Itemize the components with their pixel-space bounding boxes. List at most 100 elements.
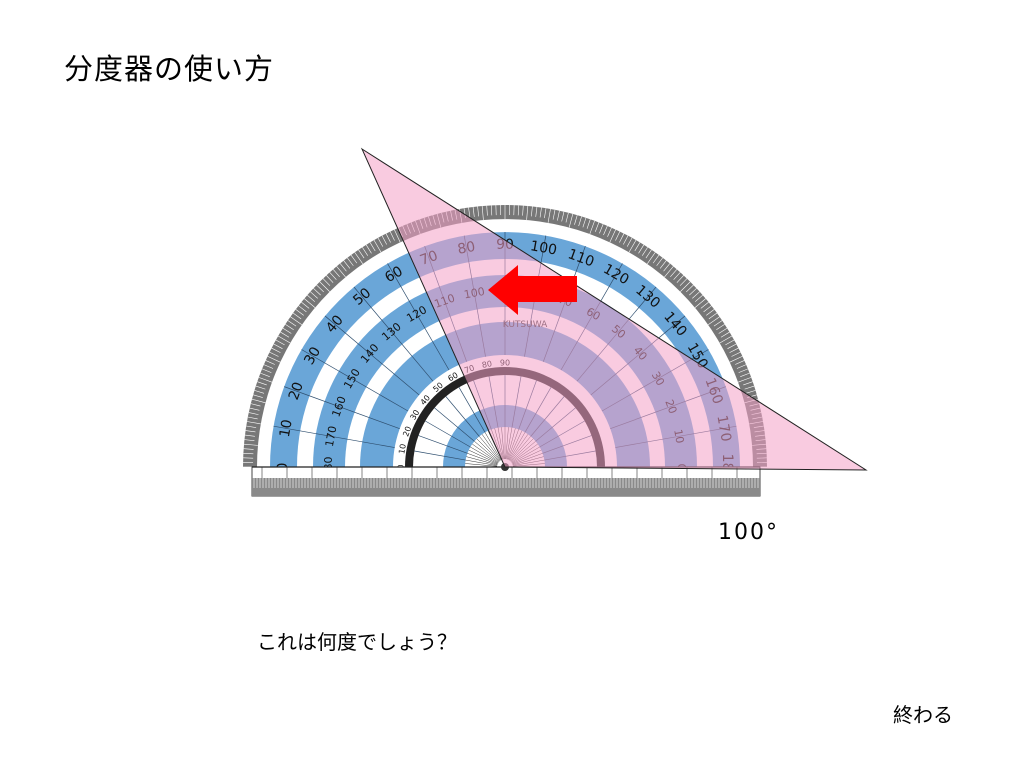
- scale-tick: [255, 385, 266, 390]
- scale-tick: [479, 436, 501, 462]
- scale-tick: [258, 377, 273, 383]
- scale-tick: [265, 360, 275, 365]
- scale-tick: [298, 305, 307, 313]
- scale-label: 30: [301, 344, 324, 367]
- scale-tick: [634, 242, 641, 252]
- scale-tick: [561, 211, 565, 222]
- scale-tick: [745, 390, 756, 394]
- scale-tick: [623, 235, 629, 245]
- scale-tick: [718, 327, 728, 334]
- scale-tick: [647, 252, 656, 265]
- scale-tick: [547, 208, 551, 223]
- scale-tick: [248, 412, 259, 415]
- scale-tick: [358, 249, 365, 259]
- scale-tick: [470, 446, 499, 464]
- scale-tick: [670, 269, 678, 278]
- scale-tick: [472, 206, 475, 217]
- scale-tick: [526, 205, 529, 220]
- scale-tick: [694, 298, 706, 308]
- scale-tick: [253, 394, 263, 398]
- scale-tick: [267, 356, 281, 363]
- scale-tick: [638, 244, 645, 254]
- scale-tick: [377, 237, 384, 247]
- scale-tick: [552, 209, 556, 220]
- scale-tick: [544, 208, 547, 219]
- scale-tick: [603, 225, 608, 236]
- scale-tick: [716, 324, 725, 331]
- scale-tick: [729, 356, 743, 363]
- scale-tick: [245, 430, 256, 433]
- scale-tick: [243, 443, 258, 446]
- scale-label: 60: [382, 263, 405, 286]
- scale-tick: [557, 210, 560, 221]
- scale-tick: [731, 351, 741, 357]
- scale-tick: [304, 298, 316, 308]
- scale-tick: [307, 294, 316, 302]
- scale-tick: [322, 278, 331, 286]
- scale-tick: [295, 309, 304, 316]
- scale-tick: [589, 220, 595, 235]
- scale-label: 10: [397, 443, 408, 455]
- scale-tick: [301, 301, 310, 309]
- scale-tick: [692, 291, 700, 299]
- scale-tick: [736, 364, 747, 369]
- scale-tick: [373, 239, 382, 253]
- scale-tick: [713, 320, 723, 327]
- scale-tick: [385, 233, 391, 243]
- scale-tick: [737, 377, 752, 383]
- scale-tick: [257, 381, 267, 386]
- scale-tick: [275, 339, 285, 346]
- scale-tick: [273, 343, 283, 349]
- scale-tick: [673, 272, 681, 280]
- scale-label: 20: [401, 425, 413, 438]
- slide-title: 分度器の使い方: [64, 52, 275, 86]
- scale-tick: [740, 372, 750, 377]
- scale-tick: [458, 387, 486, 433]
- scale-tick: [310, 291, 318, 299]
- scale-tick: [465, 459, 498, 466]
- scale-tick: [434, 407, 475, 442]
- scale-tick: [365, 244, 372, 254]
- scale-label: 60: [446, 370, 459, 383]
- scale-tick: [425, 420, 471, 448]
- scale-tick: [246, 425, 257, 428]
- scale-tick: [490, 205, 493, 216]
- scale-tick: [706, 309, 715, 316]
- scale-tick: [468, 207, 471, 218]
- scale-tick: [243, 452, 254, 455]
- scale-tick: [586, 219, 591, 229]
- scale-tick: [280, 331, 290, 338]
- scale-tick: [708, 312, 718, 320]
- scale-tick: [445, 396, 480, 437]
- scale-tick: [290, 316, 303, 325]
- scale-tick: [476, 438, 500, 462]
- set-square-triangle: [360, 147, 868, 471]
- scale-tick: [269, 351, 279, 357]
- scale-tick: [271, 347, 281, 353]
- scale-tick: [350, 254, 358, 264]
- scale-tick: [565, 212, 569, 223]
- red-arrow-indicator: [488, 265, 577, 315]
- scale-tick: [474, 441, 500, 463]
- scale-tick: [703, 305, 712, 313]
- scale-tick: [609, 229, 616, 243]
- scale-tick: [481, 434, 501, 461]
- scale-tick: [381, 235, 387, 245]
- scale-label: 30: [408, 408, 421, 421]
- scale-tick: [249, 407, 260, 411]
- scale-tick: [719, 335, 733, 344]
- scale-tick: [484, 432, 502, 461]
- end-button[interactable]: 終わる: [893, 703, 953, 727]
- scale-tick: [652, 254, 660, 264]
- scale-tick: [694, 294, 703, 302]
- scale-tick: [336, 266, 346, 278]
- scale-tick: [246, 421, 261, 425]
- scale-tick: [244, 434, 255, 437]
- scale-tick: [332, 269, 340, 278]
- scale-tick: [707, 316, 720, 325]
- scale-tick: [244, 439, 255, 441]
- scale-tick: [531, 206, 533, 217]
- scale-tick: [626, 237, 633, 247]
- scale-tick: [727, 343, 737, 349]
